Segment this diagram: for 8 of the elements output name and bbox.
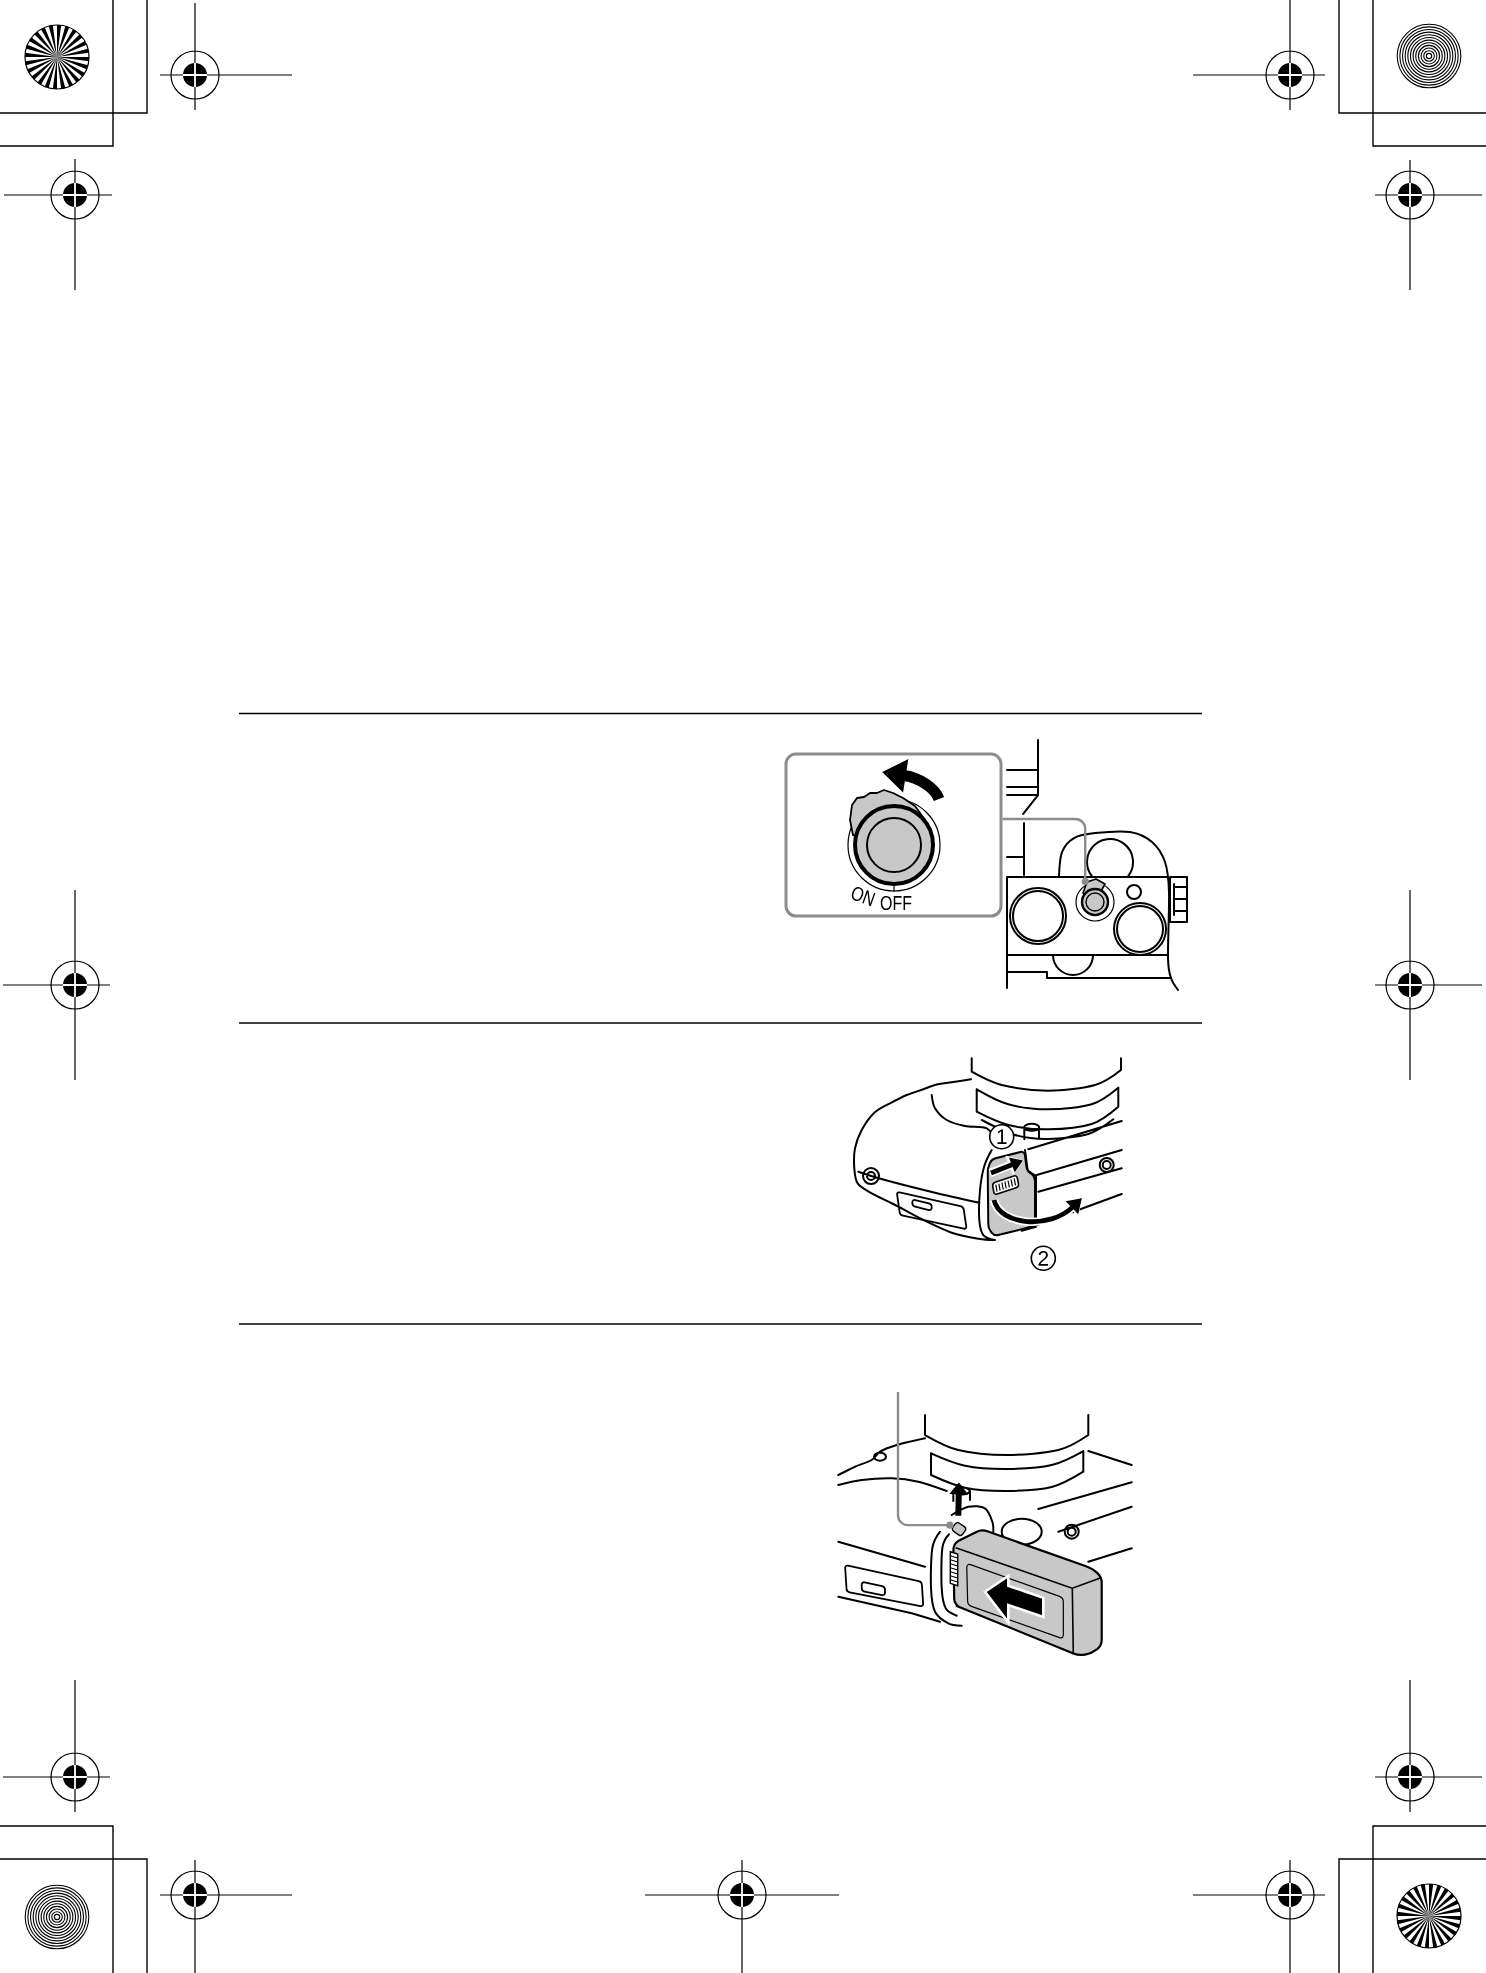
switch-label: OFF: [880, 895, 912, 911]
power-switch: [1075, 878, 1115, 922]
leader-line: [1002, 817, 1089, 886]
lock-lever: [951, 1521, 967, 1537]
callout-number: 1: [988, 1123, 1015, 1150]
switch-label: ON: [851, 887, 876, 907]
leader-line: [896, 1392, 954, 1529]
callout-number: 2: [1030, 1245, 1057, 1272]
